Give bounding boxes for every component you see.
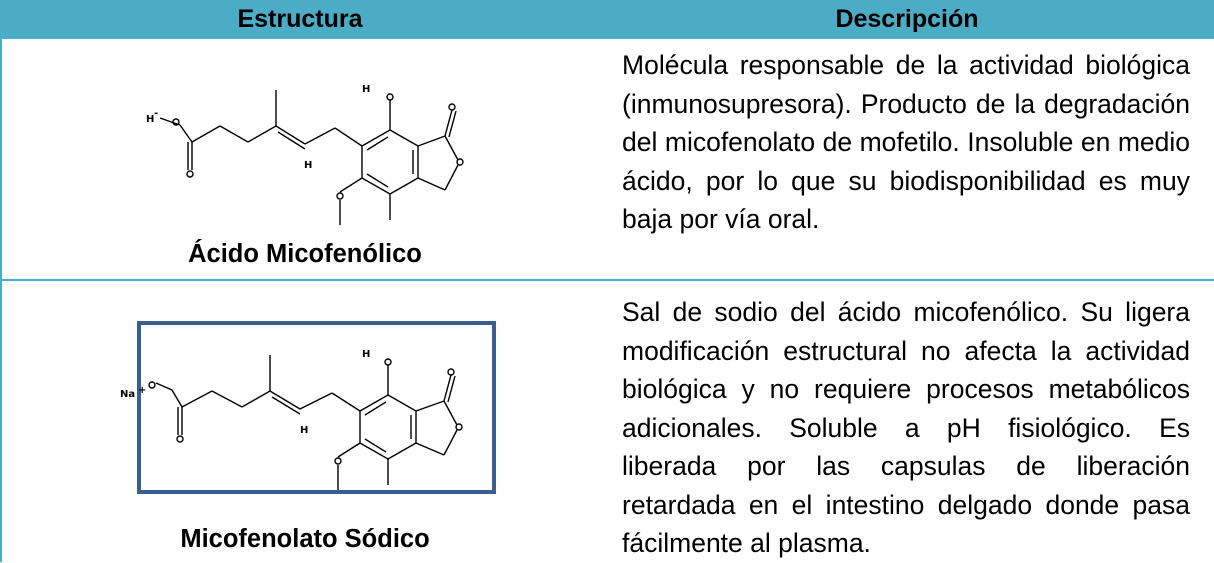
atom-na: Na: [120, 389, 135, 400]
atom-o-lactone: [455, 423, 463, 431]
mycophenolic-acid-structure: H - H H: [146, 84, 464, 225]
caption-mycophenolic-acid: Ácido Micofenólico: [188, 240, 422, 268]
atom-o-carbonyl: [186, 170, 194, 178]
atom-plus: +: [138, 385, 146, 396]
atom-o-methoxy: [334, 457, 342, 465]
atom-o-acid: [172, 118, 180, 126]
atom-o-carbonyl: [176, 435, 184, 443]
atom-h-alkene: H: [304, 160, 312, 171]
atom-o-lactone-carbonyl: [448, 103, 456, 111]
header-description: Descripción: [835, 5, 979, 33]
atom-o-lactone: [456, 158, 464, 166]
table-header: Estructura Descripción: [0, 0, 1214, 39]
atom-o-hydroxyl: [384, 358, 392, 366]
atom-h-top: H: [362, 84, 370, 95]
atom-o-methoxy: [336, 192, 344, 200]
table-left-border: [0, 39, 2, 562]
atom-o-carboxylate: [148, 381, 156, 389]
description-mycophenolate-sodium: Sal de sodio del ácido micofenólico. Su …: [622, 297, 1190, 558]
description-mycophenolic-acid: Molécula responsable de la actividad bio…: [622, 50, 1190, 234]
caption-mycophenolate-sodium: Micofenolato Sódico: [180, 525, 430, 553]
header-structure: Estructura: [237, 5, 363, 33]
atom-o-minus: -: [154, 108, 158, 119]
atom-h-top: H: [362, 349, 370, 360]
atom-h-alkene: H: [300, 425, 308, 436]
mycophenolate-sodium-structure: Na + H H: [120, 349, 463, 490]
atom-o-hydroxyl: [386, 93, 394, 101]
atom-o-lactone-carbonyl: [447, 368, 455, 376]
row-divider: [0, 279, 1214, 281]
structure-frame: [137, 321, 496, 494]
atom-h-acid: H: [146, 114, 154, 125]
